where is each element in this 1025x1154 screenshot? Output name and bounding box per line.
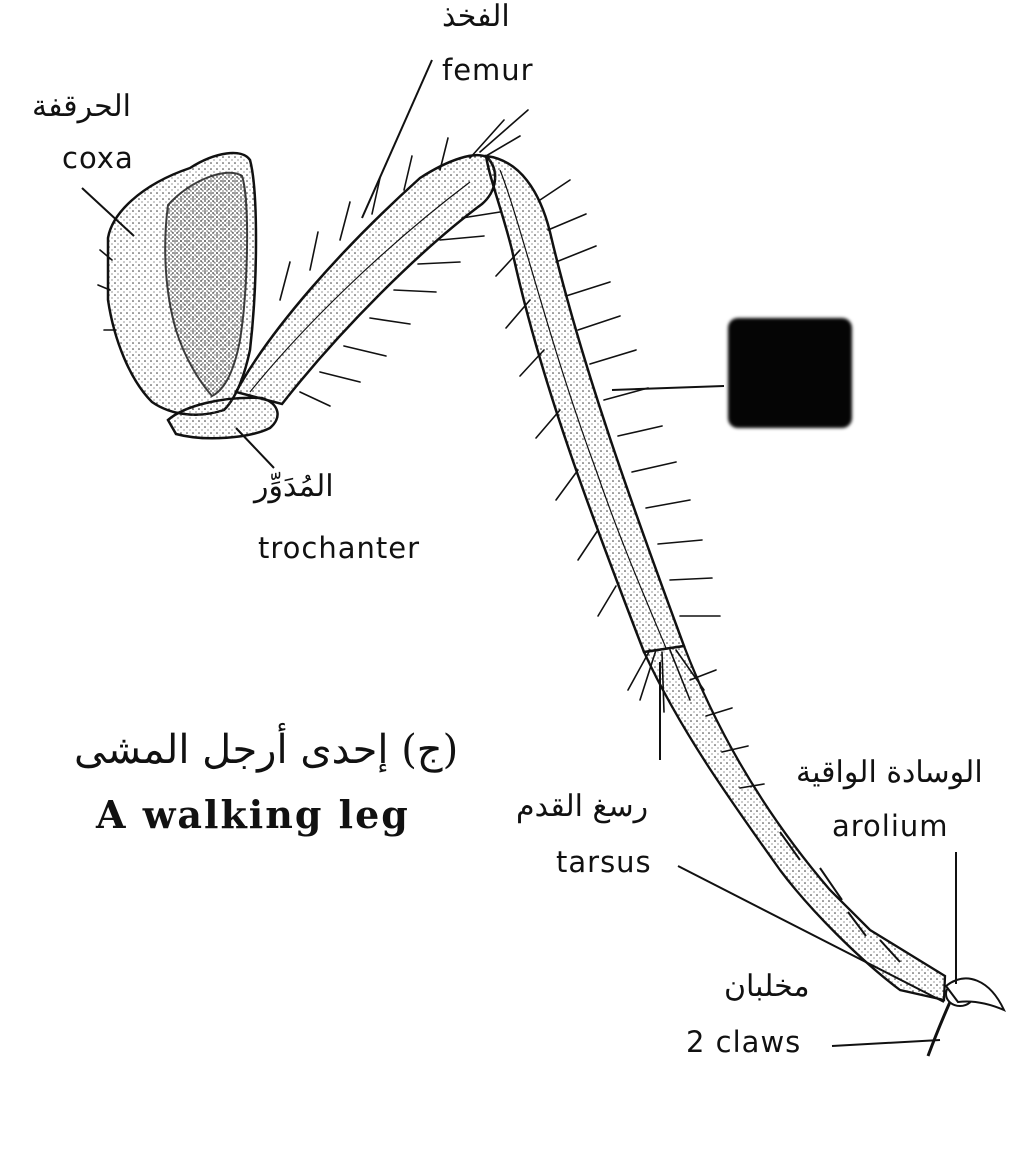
label-arolium-arabic: الوسادة الواقية	[796, 755, 983, 790]
label-coxa-arabic: الحرقفة	[32, 89, 131, 124]
caption-arabic: (ج) إحدى أرجل المشى	[74, 727, 459, 773]
label-trochanter-arabic: المُدَوِّر	[254, 469, 334, 504]
tibia-segment	[484, 154, 686, 654]
claw-upper	[944, 977, 1007, 1012]
leader-lines	[81, 59, 957, 1047]
claws-leader	[831, 1039, 941, 1047]
label-trochanter: trochanter	[258, 531, 421, 565]
trochanter-segment	[166, 396, 279, 440]
femur-leader	[361, 59, 433, 219]
label-arolium: arolium	[832, 809, 949, 843]
label-tarsus-arabic: رسغ القدم	[516, 789, 649, 824]
label-claws: 2 claws	[686, 1025, 802, 1059]
redaction-box	[728, 318, 852, 428]
trochanter-leader	[235, 427, 275, 469]
claw-lower	[926, 1001, 952, 1057]
coxa-leader	[81, 187, 135, 237]
tarsus-leader	[677, 865, 945, 1003]
coxa-segment	[106, 151, 258, 416]
label-femur-arabic: الفخذ	[442, 0, 510, 34]
caption-english: A walking leg	[96, 792, 410, 837]
femur-segment	[234, 153, 497, 406]
label-claws-arabic: مخلبان	[724, 969, 810, 1004]
pretarsus	[926, 977, 1007, 1057]
tibia-leader	[611, 385, 725, 391]
spines	[97, 109, 765, 789]
label-coxa: coxa	[62, 141, 134, 175]
label-femur: femur	[442, 53, 534, 87]
label-tarsus: tarsus	[556, 845, 652, 879]
tarsus-segment	[642, 644, 947, 1002]
